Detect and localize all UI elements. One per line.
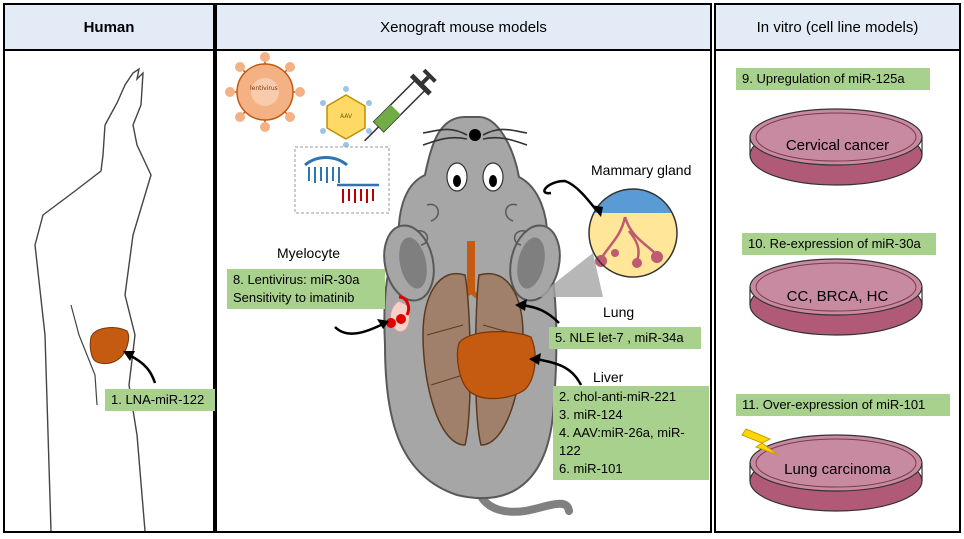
panel-title-xenograft: Xenograft mouse models: [217, 5, 710, 51]
invitro-label-1: 9. Upregulation of miR-125a: [736, 68, 930, 90]
invitro-panel: In vitro (cell line models) 9. Upregulat…: [714, 3, 961, 533]
mammary-zoom-wedge: [537, 253, 603, 297]
panel-title-human: Human: [5, 5, 213, 51]
petri-dish-1: [749, 108, 923, 186]
petri-dish-3: [749, 434, 923, 512]
petri-dish-2: [749, 258, 923, 336]
liver-line-2: 3. miR-124: [559, 407, 623, 422]
myelocyte-title: Myelocyte: [277, 245, 341, 261]
liver-line-3: 4. AAV:miR-26a, miR-: [559, 425, 685, 440]
myelocyte-line-1: 8. Lentivirus: miR-30a: [233, 272, 360, 287]
xenograft-panel: Xenograft mouse models: [215, 3, 712, 533]
human-liver: [89, 327, 130, 365]
mammary-title: Mammary gland: [591, 162, 692, 178]
human-body-outline-left: [34, 124, 106, 531]
human-body-outline: [104, 67, 152, 531]
human-arrow: [128, 353, 157, 384]
mammary-gland-icon: [588, 188, 678, 278]
liver-arrow: [534, 357, 583, 386]
syringe-icon: [364, 68, 437, 142]
lung-box: 5. NLE let-7 , miR-34a: [549, 327, 701, 349]
mouse-nose: [469, 129, 481, 141]
mirna-box-icon: [294, 146, 390, 214]
aav-label: AAV: [340, 113, 353, 120]
mouse-liver: [456, 331, 536, 400]
human-arm-line: [70, 304, 98, 406]
liver-box: 2. chol-anti-miR-221 3. miR-124 4. AAV:m…: [553, 386, 709, 480]
panel-title-invitro: In vitro (cell line models): [716, 5, 959, 51]
aav-icon: [320, 86, 372, 148]
liver-title: Liver: [593, 369, 624, 385]
invitro-label-2: 10. Re-expression of miR-30a: [742, 233, 936, 255]
lentivirus-icon: [225, 52, 305, 132]
liver-line-5: 6. miR-101: [559, 461, 623, 476]
lentivirus-label: lentivirus: [250, 85, 278, 92]
mouse-whiskers: [422, 128, 528, 146]
human-therapy-box: 1. LNA-miR-122: [105, 389, 221, 411]
dish-label-1: Cervical cancer: [785, 137, 890, 154]
mammary-arrow: [543, 179, 598, 212]
invitro-label-3: 11. Over-expression of miR-101: [736, 394, 950, 416]
dish-label-2: CC, BRCA, HC: [786, 288, 889, 305]
dish-label-3: Lung carcinoma: [784, 461, 891, 478]
human-illustration: [34, 67, 157, 531]
liver-line-4: 122: [559, 443, 581, 458]
myelocyte-box: 8. Lentivirus: miR-30a Sensitivity to im…: [227, 269, 385, 309]
myelocyte-arrow: [334, 321, 386, 335]
myelocyte-icon: [386, 295, 411, 333]
arrows: [334, 179, 598, 386]
human-panel: Human 1. LNA-miR-122: [3, 3, 221, 533]
liver-line-1: 2. chol-anti-miR-221: [559, 389, 677, 404]
lung-title: Lung: [603, 304, 635, 320]
myelocyte-line-2: Sensitivity to imatinib: [233, 290, 355, 305]
mouse-illustration: [225, 52, 678, 516]
petri-dishes: [741, 108, 923, 512]
human-arrowhead: [123, 351, 135, 361]
lightning-icon: [741, 428, 779, 456]
